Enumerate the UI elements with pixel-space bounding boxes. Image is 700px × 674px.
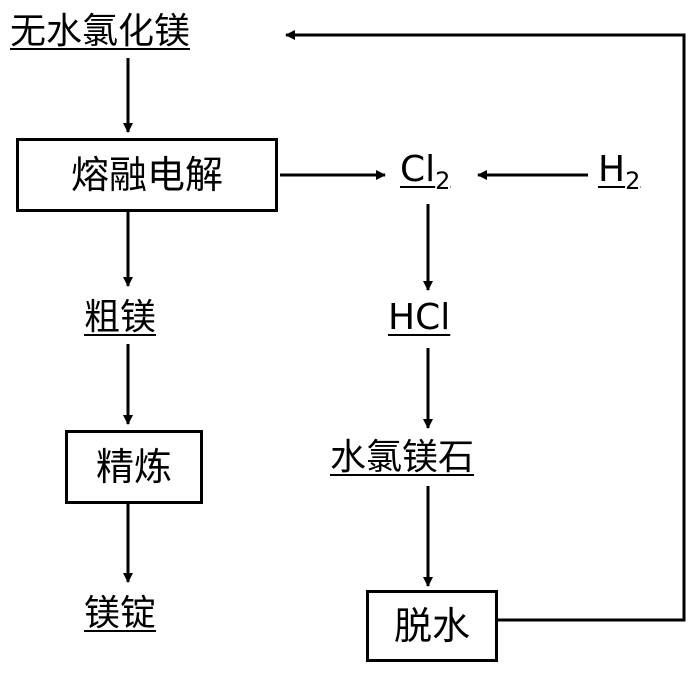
node-refining-label: 精炼 [95, 445, 172, 489]
node-chlorine: Cl2 [400, 149, 451, 195]
node-crude-mg: 粗镁 [84, 297, 157, 338]
chlorine-symbol: Cl [400, 149, 436, 190]
node-dehydration-label: 脱水 [393, 604, 470, 648]
node-anhydrous-mgcl2: 无水氯化镁 [10, 11, 191, 52]
node-molten-electrolysis-label: 熔融电解 [70, 153, 223, 197]
hydrogen-subscript: 2 [625, 167, 641, 195]
node-hydrogen: H2 [598, 149, 641, 195]
chlorine-subscript: 2 [435, 167, 451, 195]
arrow-dehydration-to-mgcl2 [285, 30, 686, 622]
node-dehydration: 脱水 [366, 590, 498, 662]
node-molten-electrolysis: 熔融电解 [16, 138, 278, 212]
node-hcl: HCl [388, 297, 451, 338]
node-mg-ingot: 镁锭 [84, 593, 157, 634]
node-refining: 精炼 [65, 430, 203, 504]
node-bischofite: 水氯镁石 [330, 437, 475, 478]
hydrogen-symbol: H [598, 149, 626, 190]
